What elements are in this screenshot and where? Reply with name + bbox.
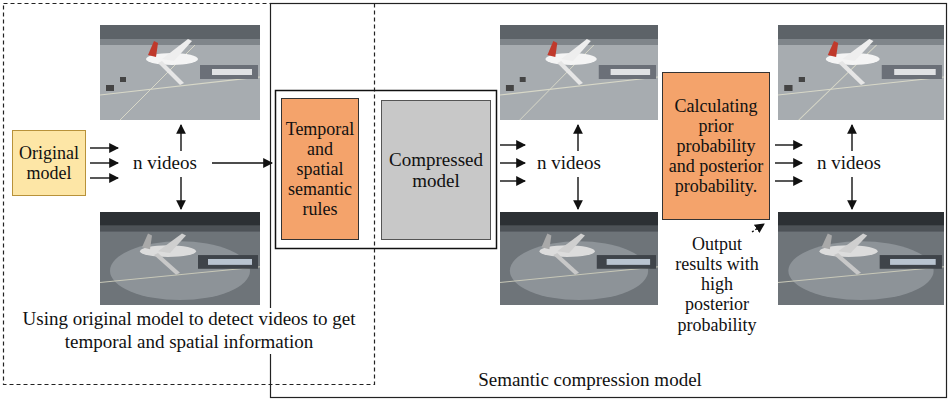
box-text: Temporal and spatial semantic rules [285, 119, 355, 220]
videos-label: n videos [526, 152, 612, 173]
box-text: Calculating prior probability and poster… [666, 96, 766, 197]
rules-box: Temporal and spatial semantic rules [281, 98, 359, 240]
note-label: Output results with high posterior proba… [668, 234, 766, 335]
region-caption: Semantic compression model [420, 369, 760, 392]
videos-label: n videos [122, 152, 208, 173]
compressed-model-box: Compressed model [381, 100, 491, 240]
box-text: Original model [16, 143, 82, 183]
group-region: Semantic compression model Temporal and s… [270, 3, 947, 398]
probability-box: Calculating prior probability and poster… [662, 72, 770, 220]
box-text: Compressed model [385, 149, 487, 192]
model-box: Original model [12, 130, 86, 196]
videos-label: n videos [804, 152, 894, 173]
region-caption: Using original model to detect videos to… [8, 308, 370, 354]
